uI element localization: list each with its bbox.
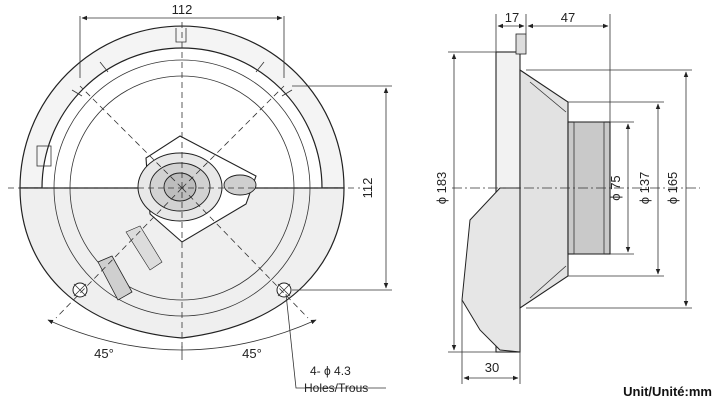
dia-frame-label: ϕ 165	[665, 172, 680, 205]
dia-outer-label: ϕ 183	[434, 172, 449, 205]
dia-magnet-label: ϕ 75	[608, 175, 623, 200]
holes-note-line2: Holes/Trous	[304, 381, 368, 395]
dia-cutout-label: ϕ 137	[637, 172, 652, 205]
mount-hole-right	[276, 282, 292, 298]
depth-flange-label: 17	[505, 10, 519, 25]
height-dimension-label: 112	[360, 178, 375, 199]
side-view: 17 47 30 ϕ 183 ϕ 75 ϕ 137 ϕ 165	[434, 10, 700, 384]
hole-axis-ur	[181, 85, 285, 189]
holes-note-line1: 4- ϕ 4.3	[310, 364, 351, 378]
mount-hole-left	[72, 282, 88, 298]
unit-label: Unit/Unité:mm	[623, 384, 712, 399]
angle-left-label: 45°	[94, 346, 114, 361]
side-terminal	[515, 33, 527, 55]
angle-right-label: 45°	[242, 346, 262, 361]
grille-slot-left	[97, 255, 133, 301]
model-label-plate	[36, 145, 52, 167]
holes-leader	[285, 293, 386, 389]
width-dimension-label: 112	[172, 2, 193, 17]
grille-slot-mid	[125, 225, 163, 271]
depth-bottom-label: 30	[485, 360, 499, 375]
depth-body-label: 47	[561, 10, 575, 25]
hole-axis-left	[55, 187, 183, 319]
super-tweeter	[223, 174, 257, 196]
side-grille-lower	[461, 187, 521, 353]
front-view: 112 112 45° 45° 4- ϕ 4.3 Holes/Trous	[8, 2, 392, 395]
flange-notches	[71, 28, 293, 97]
hole-axis-ul	[79, 85, 183, 189]
hole-axis-right	[181, 187, 309, 319]
side-basket	[519, 68, 569, 310]
tweeter-dome	[163, 172, 197, 202]
